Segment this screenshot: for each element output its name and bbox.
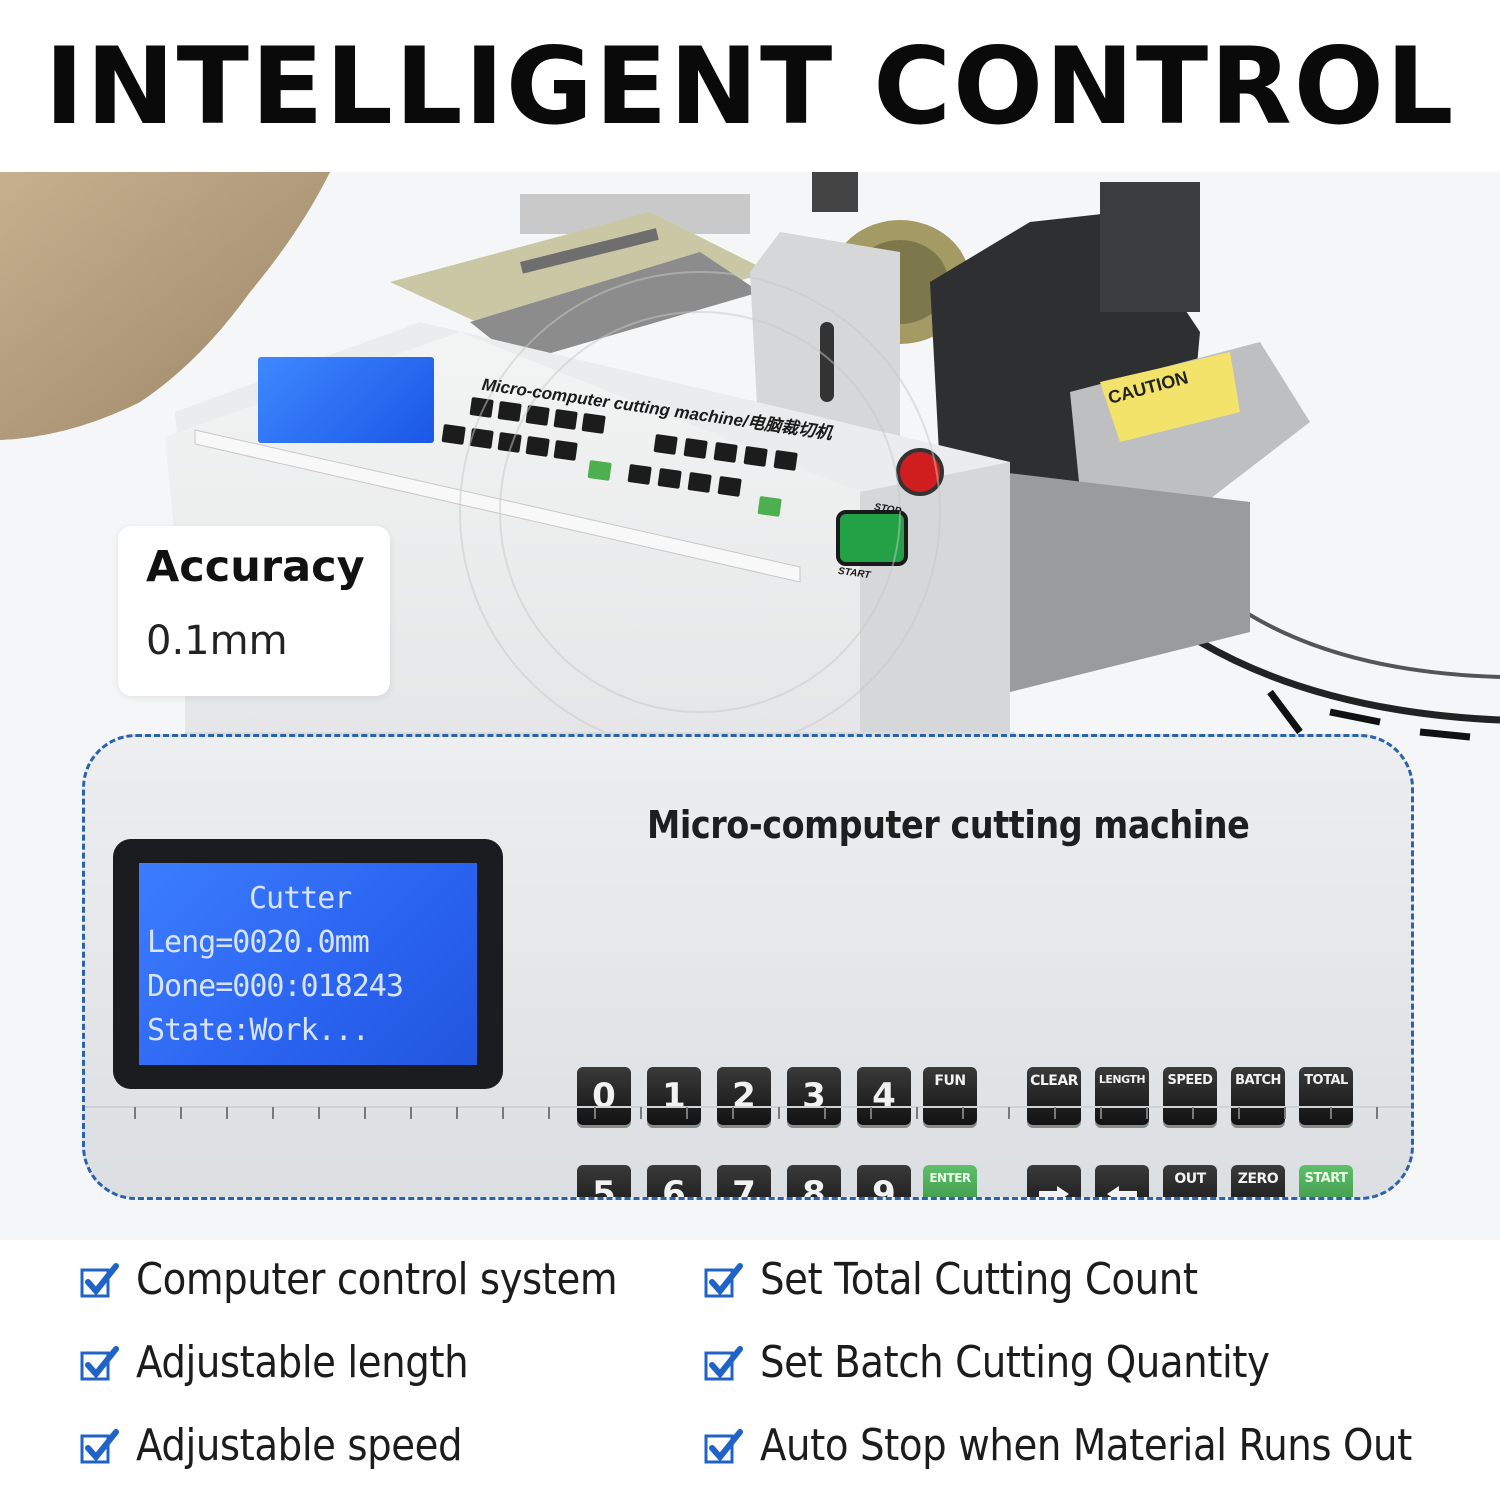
- feature-text: Set Batch Cutting Quantity: [760, 1337, 1270, 1388]
- checkmark-icon: [704, 1262, 743, 1297]
- panel-title: Micro-computer cutting machine: [647, 803, 1250, 847]
- accuracy-value: 0.1mm: [146, 618, 288, 664]
- key-6[interactable]: 6: [647, 1165, 701, 1197]
- panel-ruler: [85, 1106, 1411, 1119]
- key-clear[interactable]: CLEAR: [1027, 1067, 1081, 1125]
- key-start[interactable]: START: [1299, 1165, 1353, 1197]
- key-arrow-right[interactable]: [1027, 1165, 1081, 1197]
- key-7[interactable]: 7: [717, 1165, 771, 1197]
- lcd-line-1: Cutter: [249, 881, 352, 916]
- key-fun[interactable]: FUN: [923, 1067, 977, 1125]
- feature-left-3: Adjustable speed: [80, 1420, 507, 1471]
- feature-right-2: Set Batch Cutting Quantity: [704, 1337, 1339, 1388]
- feature-right-3: Auto Stop when Material Runs Out: [704, 1420, 1500, 1471]
- checkmark-icon: [80, 1345, 119, 1380]
- headline: INTELLIGENT CONTROL: [44, 24, 1456, 148]
- mini-lcd-screen: [258, 357, 434, 443]
- lcd-display: Cutter Leng=0020.0mm Done=000:018243 Sta…: [113, 839, 503, 1089]
- machine-photo: CAUTION: [0, 172, 1500, 1240]
- arrow-right-icon: [1039, 1186, 1069, 1197]
- control-panel-closeup: Micro-computer cutting machine Cutter Le…: [82, 734, 1414, 1200]
- key-speed[interactable]: SPEED: [1163, 1067, 1217, 1125]
- feature-text: Computer control system: [136, 1254, 618, 1305]
- key-9[interactable]: 9: [857, 1165, 911, 1197]
- checkmark-icon: [80, 1428, 119, 1463]
- feature-right-1: Set Total Cutting Count: [704, 1254, 1257, 1305]
- accuracy-title: Accuracy: [146, 542, 365, 592]
- checkmark-icon: [704, 1345, 743, 1380]
- key-zero[interactable]: ZERO: [1231, 1165, 1285, 1197]
- key-arrow-left[interactable]: [1095, 1165, 1149, 1197]
- feature-text: Adjustable length: [136, 1337, 469, 1388]
- feature-text: Set Total Cutting Count: [760, 1254, 1198, 1305]
- feature-left-1: Computer control system: [80, 1254, 683, 1305]
- key-length[interactable]: LENGTH: [1095, 1067, 1149, 1125]
- key-total[interactable]: TOTAL: [1299, 1067, 1353, 1125]
- key-out[interactable]: OUT: [1163, 1165, 1217, 1197]
- checkmark-icon: [704, 1428, 743, 1463]
- lcd-line-2: Leng=0020.0mm: [147, 925, 370, 960]
- checkmark-icon: [80, 1262, 119, 1297]
- key-8[interactable]: 8: [787, 1165, 841, 1197]
- feature-list: Computer control system Adjustable lengt…: [0, 1240, 1500, 1500]
- lcd-line-3: Done=000:018243: [147, 969, 404, 1004]
- key-3[interactable]: 3: [787, 1067, 841, 1125]
- arrow-left-icon: [1107, 1186, 1137, 1197]
- key-enter[interactable]: ENTER: [923, 1165, 977, 1197]
- lcd-line-4: State:Work...: [147, 1013, 370, 1048]
- lcd-screen: Cutter Leng=0020.0mm Done=000:018243 Sta…: [139, 863, 477, 1065]
- feature-text: Auto Stop when Material Runs Out: [760, 1420, 1412, 1471]
- key-5[interactable]: 5: [577, 1165, 631, 1197]
- accuracy-card: Accuracy 0.1mm: [118, 526, 390, 696]
- feature-text: Adjustable speed: [136, 1420, 463, 1471]
- feature-left-2: Adjustable length: [80, 1337, 513, 1388]
